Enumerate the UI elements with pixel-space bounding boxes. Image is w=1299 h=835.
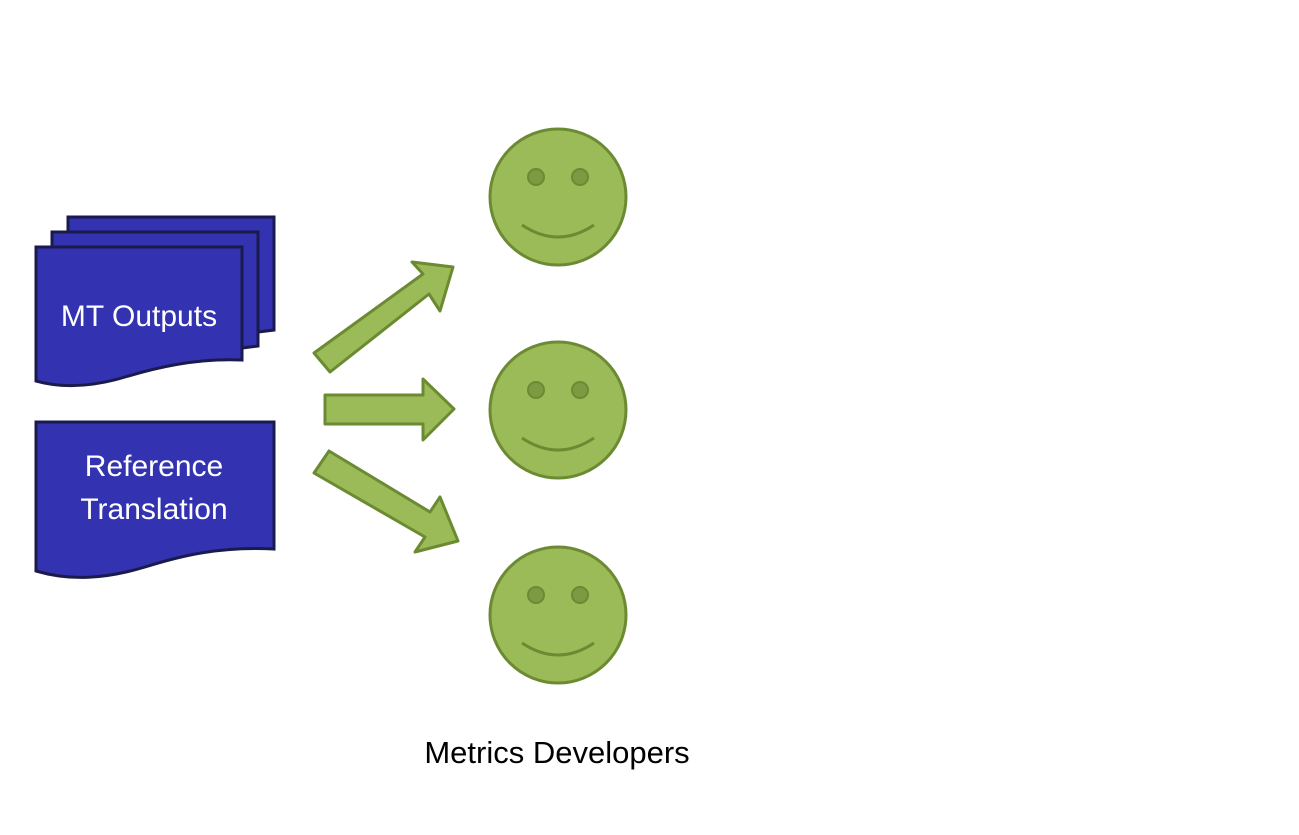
reference-translation-document: Reference Translation [34, 420, 276, 579]
block-arrow-icon [312, 260, 455, 374]
mt-outputs-label: MT Outputs [61, 300, 217, 333]
arrow-up-right [312, 260, 455, 374]
arrow-right [323, 377, 456, 442]
document-front-sheet [34, 245, 244, 388]
block-arrow-icon [312, 449, 460, 554]
smiley-face-icon [488, 127, 628, 267]
document-sheet [34, 420, 276, 579]
block-arrow-icon [323, 377, 456, 442]
smiley-face-icon [488, 545, 628, 685]
mt-outputs-document-stack: MT Outputs [34, 215, 276, 388]
reference-label-line2: Translation [80, 493, 227, 526]
reference-label-line1: Reference [85, 450, 223, 483]
metrics-developers-caption: Metrics Developers [424, 735, 689, 770]
arrow-down-right [312, 449, 460, 554]
smiley-face-icon [488, 340, 628, 480]
